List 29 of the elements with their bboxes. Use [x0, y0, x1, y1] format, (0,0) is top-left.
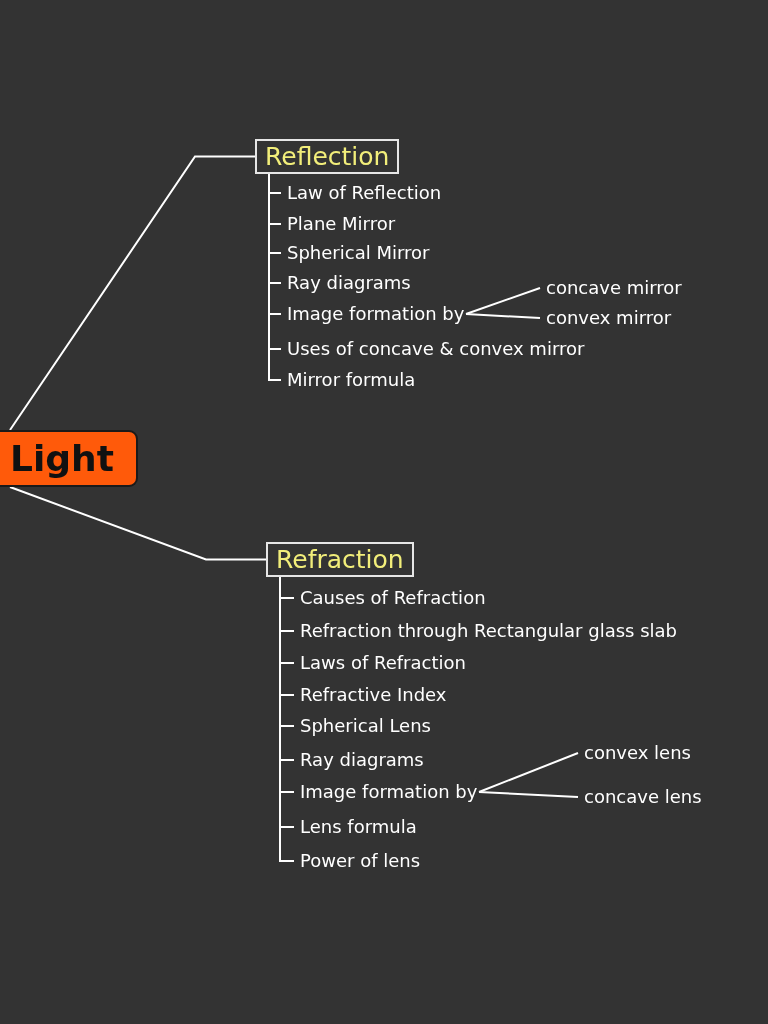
topic-text: Plane Mirror	[281, 212, 396, 236]
topic-text: Uses of concave & convex mirror	[281, 337, 585, 361]
topic-text: Refraction through Rectangular glass slab	[294, 619, 677, 643]
heading-box: Reflection	[255, 138, 400, 174]
topic-text: Mirror formula	[281, 368, 416, 392]
topic-text: Causes of Refraction	[294, 586, 486, 610]
topic-text: Image formation by	[294, 780, 478, 804]
topic-text: Refractive Index	[294, 683, 447, 707]
topic-text: Spherical Mirror	[281, 241, 430, 265]
topic-text: Ray diagrams	[294, 748, 424, 772]
topic-text: Law of Reflection	[281, 181, 442, 205]
topic-text: convex lens	[578, 741, 691, 765]
topic-text: Lens formula	[294, 815, 417, 839]
topic-text: Power of lens	[294, 849, 421, 873]
topic-text: Image formation by	[281, 302, 465, 326]
topic-text: convex mirror	[540, 306, 672, 330]
topic-text: Laws of Refraction	[294, 651, 466, 675]
topic-text: Spherical Lens	[294, 714, 431, 738]
connector-line	[9, 155, 256, 431]
topic-text: Ray diagrams	[281, 271, 411, 295]
topic-text: concave lens	[578, 785, 702, 809]
connector-line	[465, 287, 541, 315]
connector-line	[9, 486, 267, 561]
heading-box: Refraction	[266, 541, 414, 577]
connector-line	[465, 313, 541, 319]
connector-line	[478, 752, 579, 793]
topic-text: concave mirror	[540, 276, 682, 300]
connector-line	[478, 791, 579, 798]
central-topic-box: Light	[0, 429, 138, 487]
